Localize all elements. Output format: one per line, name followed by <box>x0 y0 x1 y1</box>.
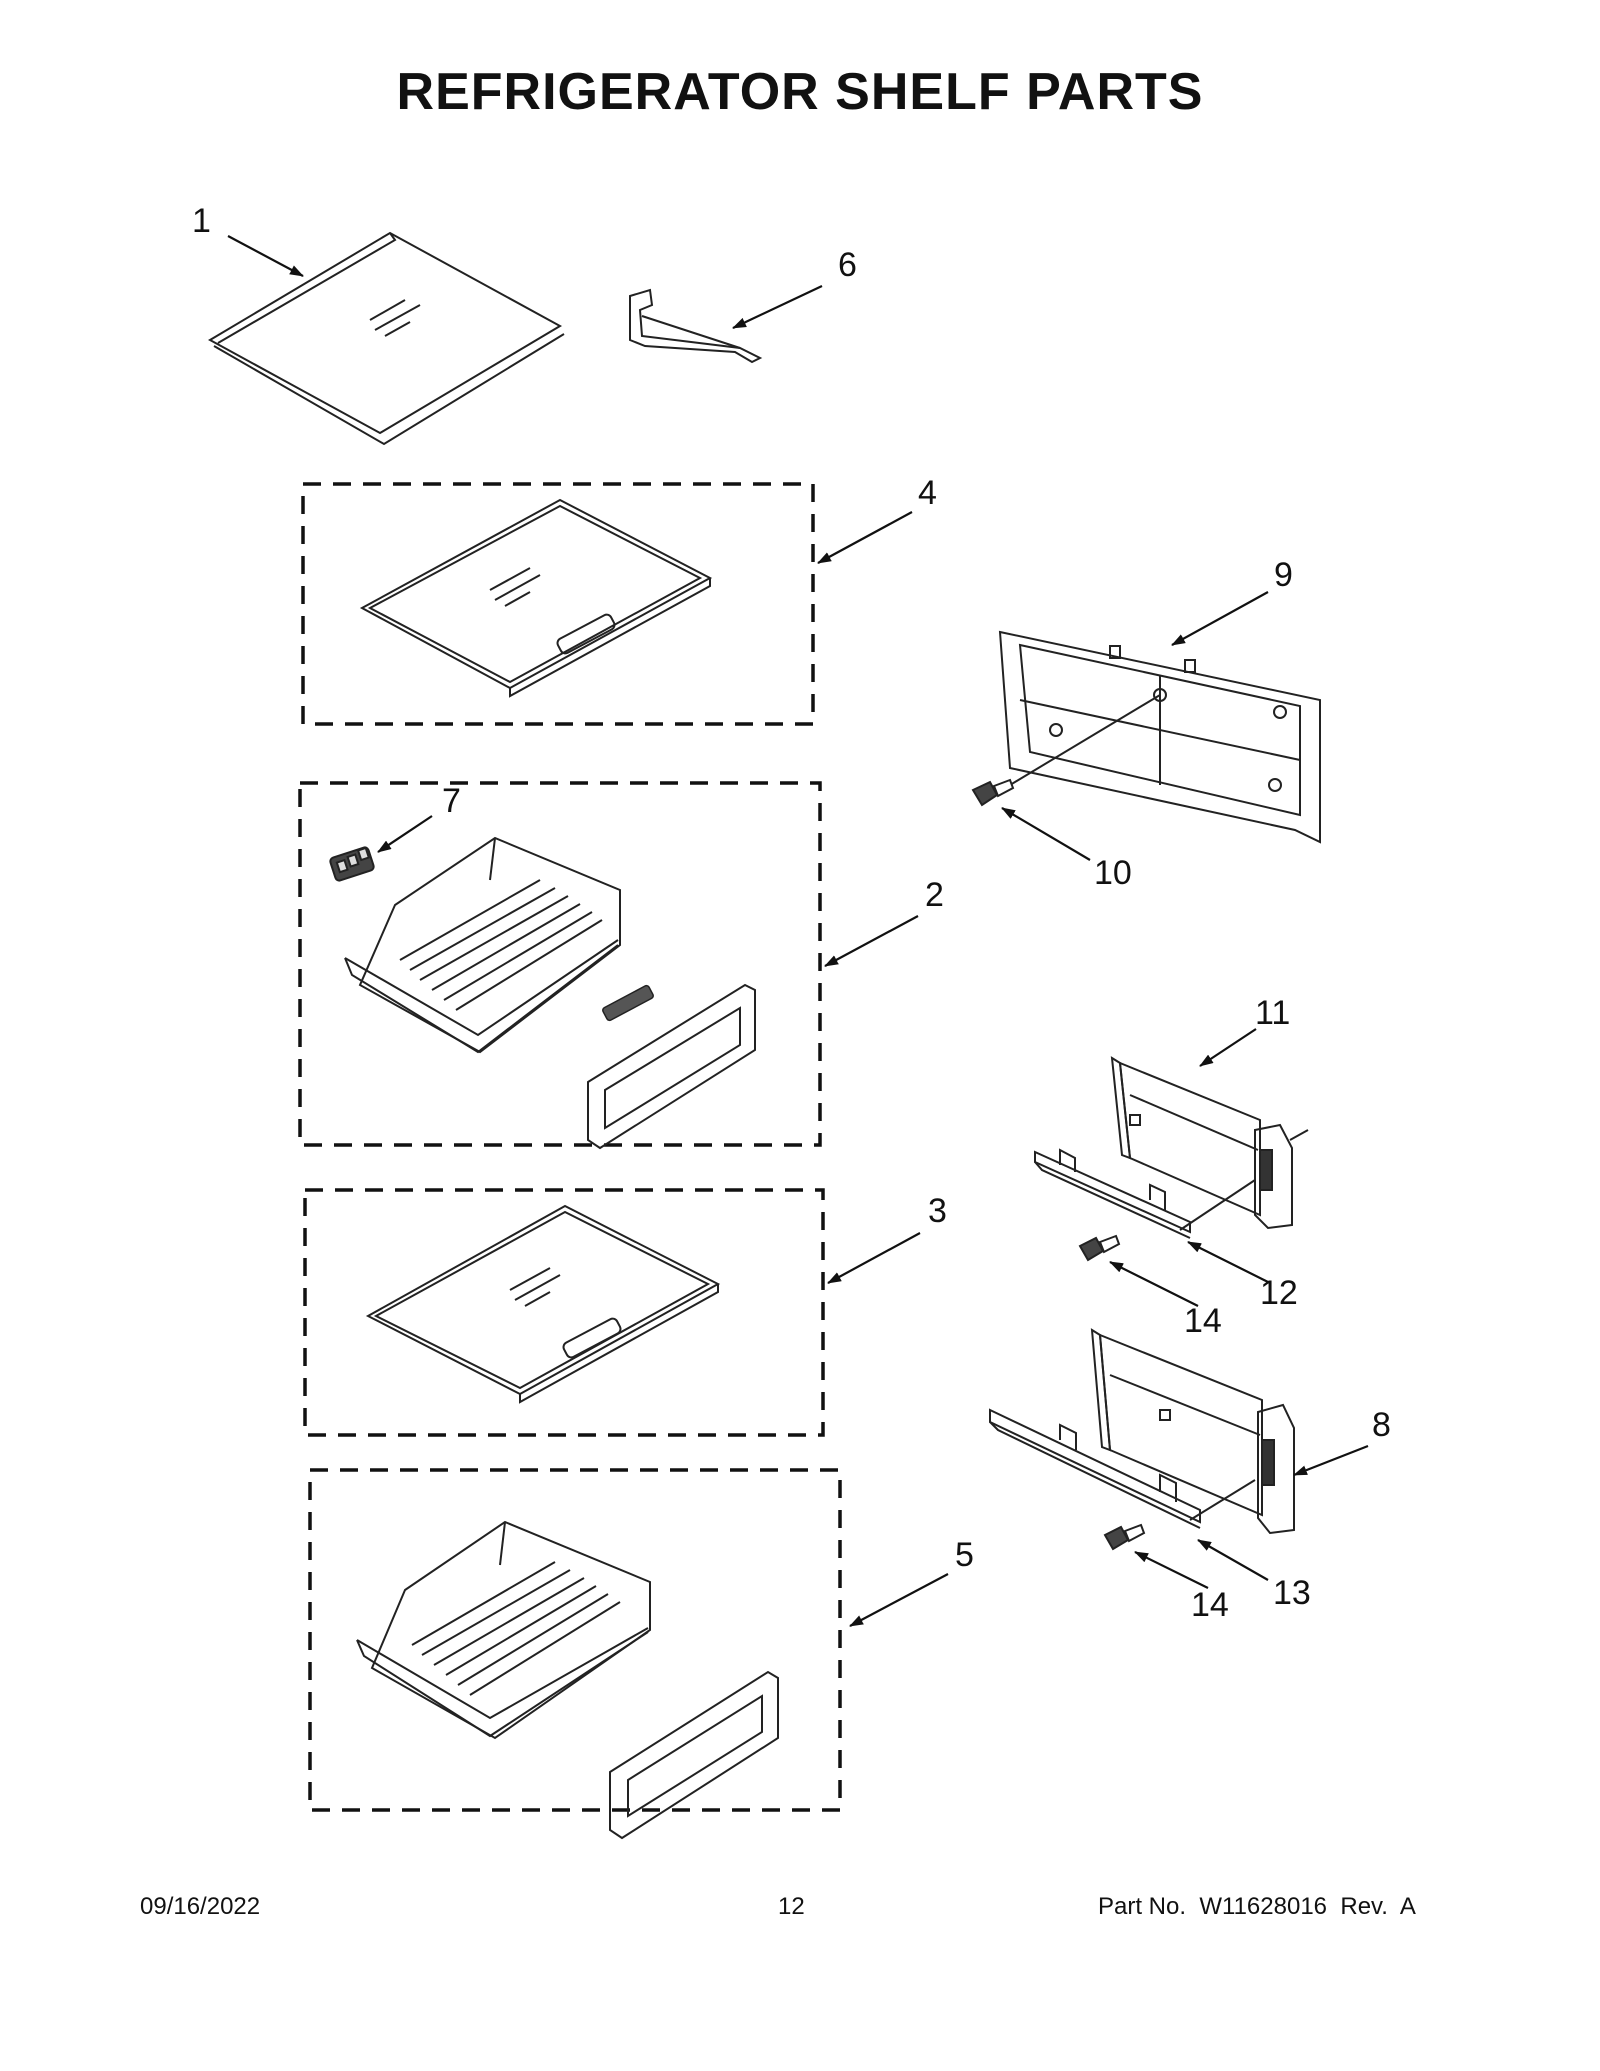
callout-10: 10 <box>1094 854 1132 892</box>
part-2-handle <box>602 984 654 1022</box>
callout-4: 4 <box>918 474 937 512</box>
part-4-group-box <box>301 482 815 726</box>
callout-6: 6 <box>838 246 857 284</box>
callout-14-upper: 14 <box>1184 1302 1222 1340</box>
arrow-3 <box>827 1232 921 1284</box>
arrow-5 <box>849 1573 949 1627</box>
part-5-drawer-front <box>609 1670 779 1840</box>
footer-part-info: Part No. W11628016 Rev. A <box>1098 1893 1416 1920</box>
part-13-slide-rail <box>989 1408 1256 1529</box>
callout-1: 1 <box>192 202 211 240</box>
part-8-slide-cover <box>1090 1328 1295 1535</box>
footer-page-number: 12 <box>778 1893 805 1920</box>
part-2-crisper-drawer <box>344 836 621 1054</box>
part-2-group-box <box>298 781 822 1147</box>
part-3-group-box <box>303 1188 825 1437</box>
arrow-1 <box>227 235 304 277</box>
callout-7: 7 <box>442 782 461 820</box>
part-14-screw-lower <box>1103 1523 1146 1551</box>
callout-2: 2 <box>925 876 944 914</box>
part-11-slide-cover <box>1110 1056 1309 1230</box>
arrow-2 <box>824 915 919 967</box>
callout-5: 5 <box>955 1536 974 1574</box>
arrow-8 <box>1293 1444 1369 1477</box>
part-9-panel <box>998 630 1321 844</box>
part-10-screw <box>971 778 1015 807</box>
callout-12: 12 <box>1260 1274 1298 1312</box>
part-3-shelf <box>365 1204 721 1404</box>
arrow-4 <box>817 511 913 564</box>
part-6-bracket <box>629 288 763 364</box>
arrow-14-lower <box>1134 1551 1209 1589</box>
arrow-7 <box>377 815 433 853</box>
callout-13: 13 <box>1273 1574 1311 1612</box>
part-2-drawer-front <box>587 983 756 1150</box>
leader-arrows <box>227 235 1369 1627</box>
callout-11: 11 <box>1255 994 1290 1032</box>
part-1-glass-shelf <box>207 231 565 446</box>
arrow-13 <box>1197 1539 1269 1581</box>
part-5-crisper-drawer <box>356 1520 651 1740</box>
arrow-6 <box>732 285 823 329</box>
arrow-10 <box>1001 807 1091 861</box>
page-title: REFRIGERATOR SHELF PARTS <box>396 63 1204 121</box>
arrow-14-upper <box>1109 1261 1199 1307</box>
part-5-group-box <box>308 1468 842 1812</box>
arrow-11 <box>1199 1028 1257 1067</box>
footer-date: 09/16/2022 <box>140 1893 261 1920</box>
callout-9: 9 <box>1274 556 1293 594</box>
part-4-shelf <box>359 498 713 698</box>
callout-14-lower: 14 <box>1191 1586 1229 1624</box>
part-14-screw-upper <box>1078 1234 1121 1262</box>
callout-3: 3 <box>928 1192 947 1230</box>
callout-8: 8 <box>1372 1406 1391 1444</box>
part-12-slide-rail <box>1034 1148 1256 1239</box>
arrow-9 <box>1171 591 1269 646</box>
arrow-12 <box>1187 1241 1269 1283</box>
part-7-cover <box>329 846 375 882</box>
